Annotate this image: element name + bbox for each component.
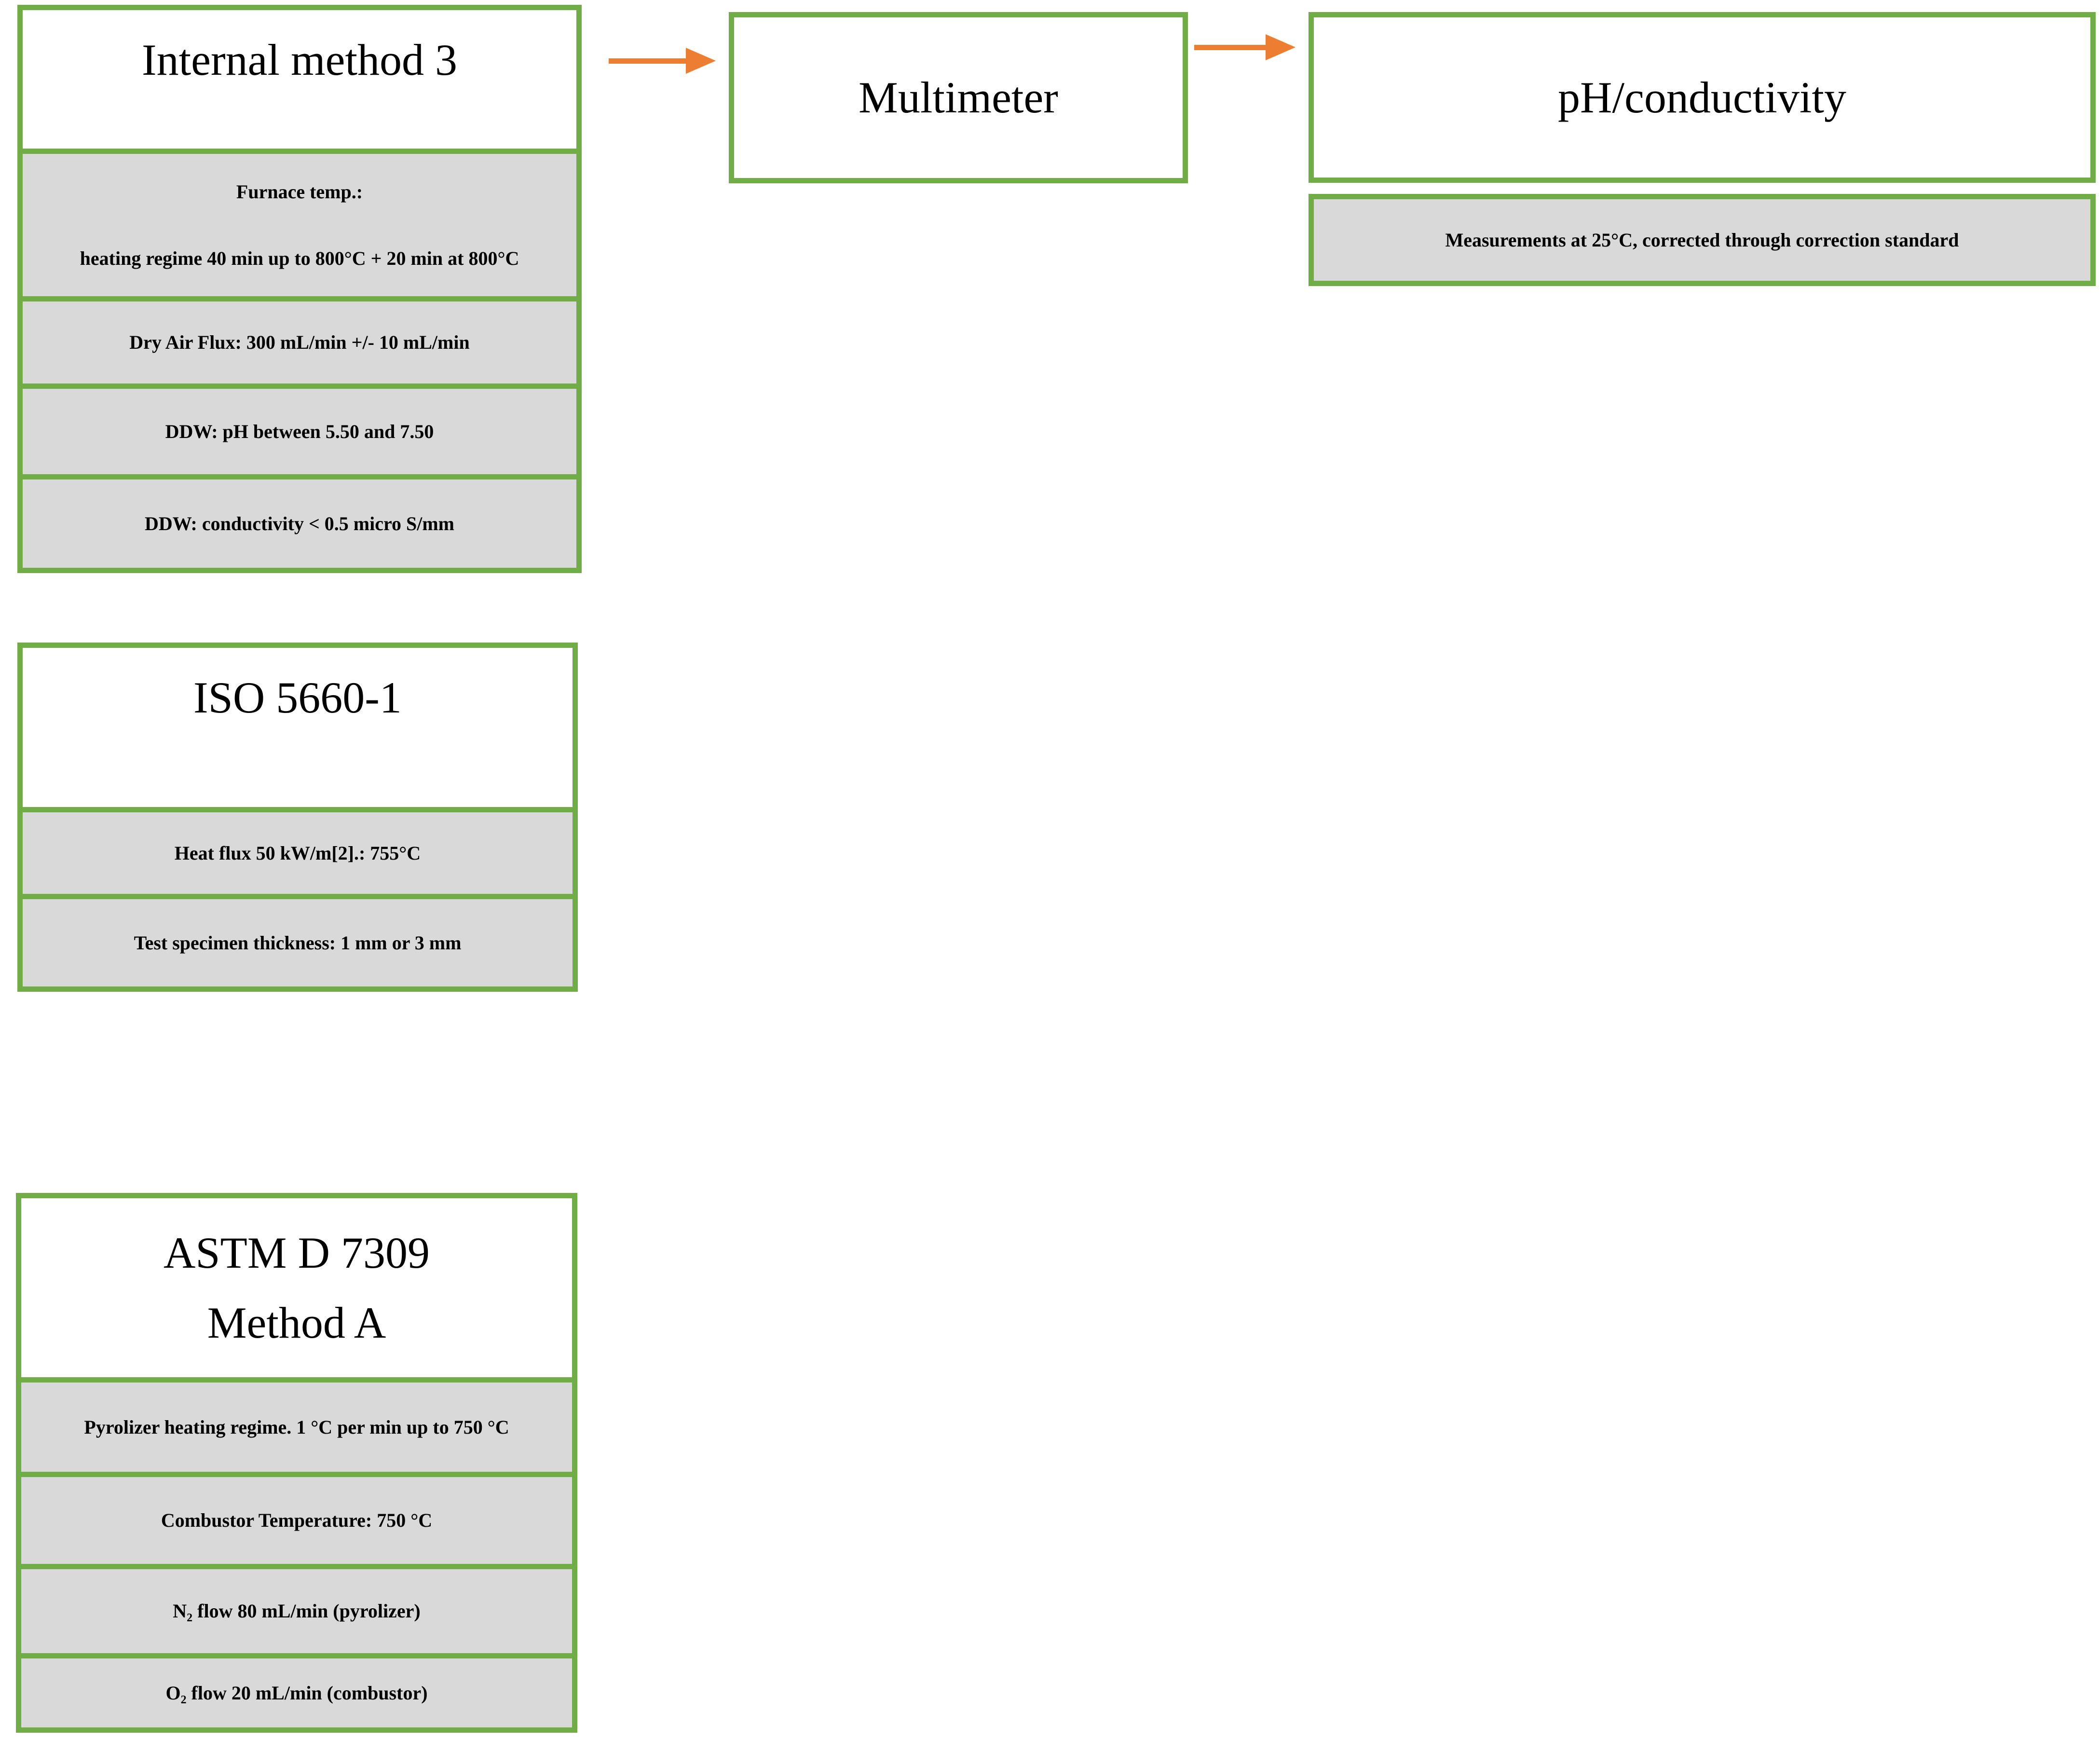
ph-conductivity-title-box: pH/conductivity <box>1309 12 2096 183</box>
furnace-temp-row: Furnace temp.: heating regime 40 min up … <box>17 149 582 301</box>
heat-flux-label: Heat flux 50 kW/m[2].: 755°C <box>174 842 421 864</box>
dry-air-flux-row: Dry Air Flux: 300 mL/min +/- 10 mL/min <box>17 296 582 389</box>
arrow-multimeter-to-ph-icon <box>1194 34 1295 60</box>
multimeter-title: Multimeter <box>859 73 1058 123</box>
internal-method-3-title-box: Internal method 3 <box>17 5 582 154</box>
iso-5660-1-title: ISO 5660-1 <box>193 673 402 722</box>
multimeter-box: Multimeter <box>729 12 1188 183</box>
test-specimen-row: Test specimen thickness: 1 mm or 3 mm <box>17 894 578 992</box>
furnace-temp-label: Furnace temp.: <box>236 180 363 203</box>
test-specimen-label: Test specimen thickness: 1 mm or 3 mm <box>134 931 462 954</box>
internal-method-3-title: Internal method 3 <box>141 35 458 84</box>
ddw-ph-row: DDW: pH between 5.50 and 7.50 <box>17 383 582 479</box>
arrow-shaft <box>1194 45 1268 50</box>
heating-regime-label: heating regime 40 min up to 800°C + 20 m… <box>80 247 519 269</box>
arrow-shaft <box>609 58 688 64</box>
combustor-temperature-label: Combustor Temperature: 750 °C <box>161 1509 433 1531</box>
pyrolizer-heating-row: Pyrolizer heating regime. 1 °C per min u… <box>16 1377 577 1477</box>
arrow-internal-to-multimeter-icon <box>609 48 716 74</box>
ph-conductivity-title: pH/conductivity <box>1558 72 1846 122</box>
combustor-temperature-row: Combustor Temperature: 750 °C <box>16 1472 577 1569</box>
astm-method-a-subtitle: Method A <box>207 1298 386 1347</box>
ddw-ph-label: DDW: pH between 5.50 and 7.50 <box>165 420 434 442</box>
o2-flow-row: O₂ flow 20 mL/min (combustor) <box>16 1653 577 1733</box>
astm-d7309-title: ASTM D 7309 <box>163 1228 430 1277</box>
measurements-row: Measurements at 25°C, corrected through … <box>1309 194 2096 286</box>
n2-flow-row: N₂ flow 80 mL/min (pyrolizer) <box>16 1564 577 1658</box>
n2-flow-label: N₂ flow 80 mL/min (pyrolizer) <box>173 1600 421 1622</box>
ddw-conductivity-label: DDW: conductivity < 0.5 micro S/mm <box>144 512 454 534</box>
arrow-head <box>686 48 716 74</box>
pyrolizer-heating-label: Pyrolizer heating regime. 1 °C per min u… <box>84 1416 509 1438</box>
ddw-conductivity-row: DDW: conductivity < 0.5 micro S/mm <box>17 474 582 573</box>
dry-air-flux-label: Dry Air Flux: 300 mL/min +/- 10 mL/min <box>129 331 470 353</box>
iso-5660-1-title-box: ISO 5660-1 <box>17 643 578 812</box>
measurements-label: Measurements at 25°C, corrected through … <box>1445 229 1959 251</box>
heat-flux-row: Heat flux 50 kW/m[2].: 755°C <box>17 807 578 899</box>
o2-flow-label: O₂ flow 20 mL/min (combustor) <box>165 1682 428 1704</box>
astm-d7309-title-box: ASTM D 7309 Method A <box>16 1193 577 1383</box>
arrow-head <box>1266 34 1295 60</box>
